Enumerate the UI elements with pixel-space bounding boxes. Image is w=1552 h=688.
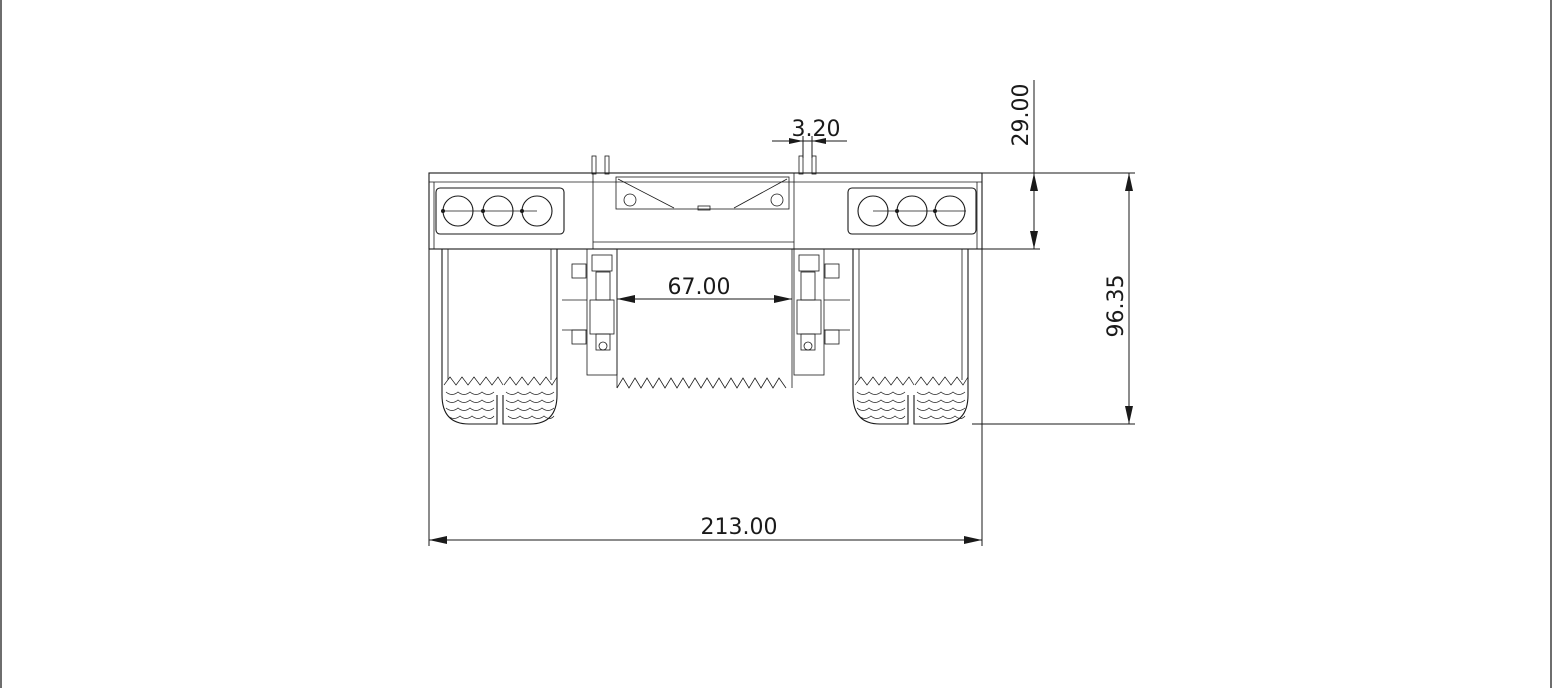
dimension-total-height: 96.35 (972, 172, 1135, 425)
dimension-bumper-height: 29.00 (982, 80, 1040, 250)
mounting-pins (591, 155, 817, 175)
dimension-label-gap-width: 67.00 (668, 275, 731, 300)
dimension-label-pin-spacing: 3.20 (792, 117, 841, 142)
light-cluster-right (847, 187, 977, 235)
dimension-overall-width: 213.00 (428, 249, 983, 546)
dimension-label-overall-width: 213.00 (701, 515, 778, 540)
dimension-label-bumper-height: 29.00 (1009, 84, 1034, 147)
tire-pair-right (852, 249, 969, 425)
light-cluster-left (435, 187, 565, 235)
center-plate (616, 249, 793, 389)
dimension-gap-width: 67.00 (617, 275, 792, 303)
rear-bumper (428, 172, 983, 250)
dimension-label-total-height: 96.35 (1104, 275, 1129, 338)
hitch-bracket-right (793, 248, 850, 376)
dimension-pin-spacing: 3.20 (772, 117, 847, 158)
tire-pair-left (441, 249, 558, 425)
hitch-bracket-left (562, 248, 618, 376)
